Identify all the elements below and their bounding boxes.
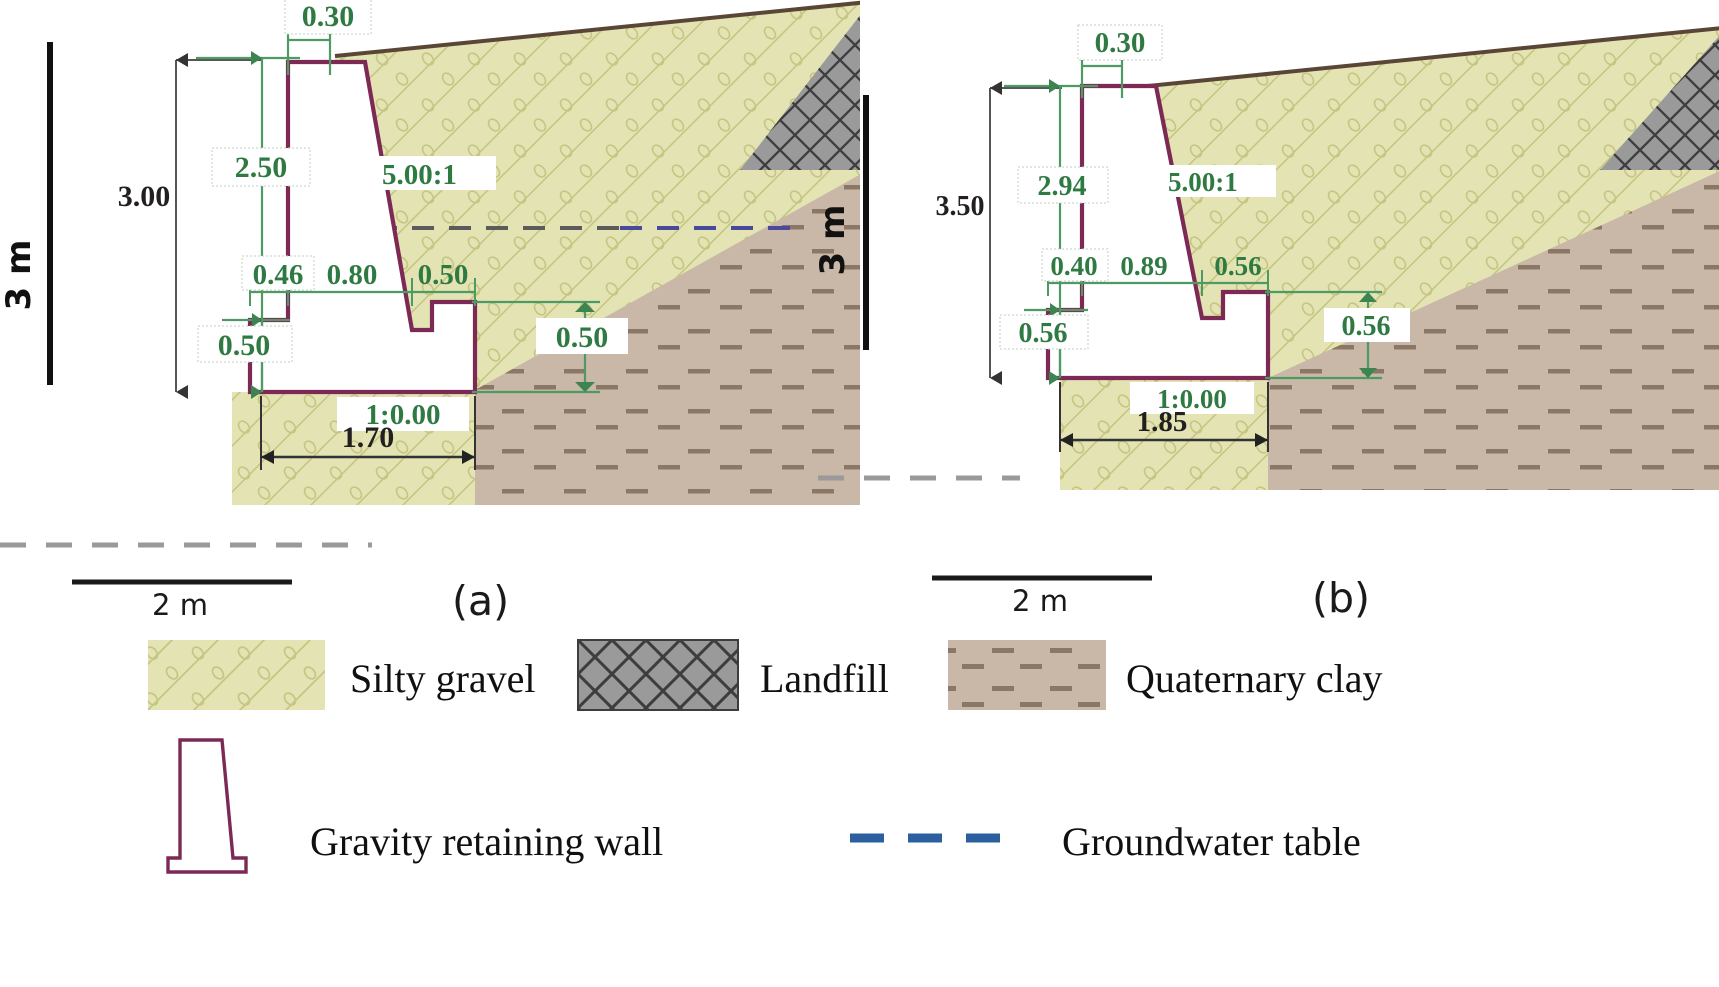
dim-base-width-label-a: 1.70 <box>342 421 395 454</box>
silty-gravel-swatch-icon <box>148 640 325 710</box>
dim-base-slope-label-b: 1:0.00 <box>1157 384 1227 414</box>
panel-letter-b: (b) <box>1312 574 1370 622</box>
scale-bar-label-b: 2 m <box>1012 584 1068 618</box>
vertical-scale-label-b: 3 m <box>813 205 853 276</box>
dim-base-slope-label-a: 1:0.00 <box>366 399 441 431</box>
legend-item-quaternary-clay: Quaternary clay <box>948 640 1383 710</box>
legend-item-landfill: Landfill <box>577 639 889 711</box>
legend-label-landfill: Landfill <box>760 656 889 701</box>
legend-label-groundwater-table: Groundwater table <box>1062 819 1361 864</box>
dim-stem-height-label-a: 2.50 <box>235 151 288 184</box>
dim-base-width-label-b: 1.85 <box>1137 406 1188 438</box>
dim-heel-offset-label-a: 0.46 <box>253 259 304 291</box>
panel-b: 3 m 3.50 2.94 0.30 5.00:1 0.40 <box>813 0 1719 622</box>
scale-bar-label-a: 2 m <box>152 588 208 622</box>
dim-base-thickness-left-a: 0.50 <box>197 313 293 392</box>
dim-total-height-label-b: 3.50 <box>936 191 985 222</box>
dim-total-height-label-a: 3.00 <box>118 180 171 213</box>
dim-stem-height-label-b: 2.94 <box>1038 171 1087 202</box>
vertical-scale-a: 3 m <box>0 42 53 385</box>
quaternary-clay-region-a <box>475 174 860 505</box>
landfill-swatch-icon <box>577 639 739 711</box>
dim-base-thickness-right-a: 0.50 <box>472 300 628 394</box>
panel-a: 3 m 3.00 2.50 0.30 5.00:1 <box>0 0 860 625</box>
ground-surface-line-a <box>334 0 860 58</box>
dim-back-slope-b: 5.00:1 <box>1164 165 1276 197</box>
dim-base-thickness-right-b: 0.56 <box>1265 290 1410 380</box>
wall-outline-swatch-icon <box>166 738 248 874</box>
dim-base-breakdown-b: 0.40 0.89 0.56 <box>1041 248 1269 296</box>
dim-top-width-label-a: 0.30 <box>302 0 355 33</box>
vertical-scale-label-a: 3 m <box>0 240 39 311</box>
dim-toe-offset-label-b: 0.56 <box>1214 251 1261 281</box>
dim-base-a: 1:0.00 1.70 <box>260 396 476 470</box>
vertical-scale-b: 3 m <box>813 95 869 350</box>
dim-base-thickness-left-b: 0.56 <box>999 303 1089 378</box>
ground-surface-line-b <box>1127 26 1719 90</box>
panel-letter-a: (a) <box>452 577 509 625</box>
dim-base-b: 1:0.00 1.85 <box>1059 382 1269 452</box>
dim-base-thickness-left-label-b: 0.56 <box>1019 318 1068 349</box>
quaternary-clay-swatch-icon <box>948 640 1106 710</box>
dim-stem-height-a: 2.50 <box>196 51 311 399</box>
quaternary-clay-region-b <box>1268 171 1719 490</box>
dim-back-slope-label-a: 5.00:1 <box>382 159 457 191</box>
legend: Silty gravel Landfill Quaternary clay Gr… <box>0 0 1719 874</box>
legend-item-gravity-retaining-wall: Gravity retaining wall <box>166 738 663 874</box>
dim-heel-offset-label-b: 0.40 <box>1050 251 1097 281</box>
dim-toe-offset-label-a: 0.50 <box>418 259 469 291</box>
dim-stem-base-width-label-b: 0.89 <box>1120 251 1167 281</box>
legend-item-silty-gravel: Silty gravel <box>148 640 536 710</box>
scale-bar-a: 2 m <box>72 579 292 622</box>
legend-label-quaternary-clay: Quaternary clay <box>1126 656 1383 701</box>
landfill-region-a <box>740 15 860 170</box>
dim-top-width-label-b: 0.30 <box>1095 27 1146 59</box>
scale-bar-b: 2 m <box>932 575 1152 618</box>
dim-top-width-a: 0.30 <box>284 0 372 75</box>
dim-base-thickness-right-label-a: 0.50 <box>556 321 609 354</box>
landfill-region-b <box>1600 36 1719 170</box>
dim-top-width-b: 0.30 <box>1077 24 1163 98</box>
legend-label-gravity-retaining-wall: Gravity retaining wall <box>310 819 663 864</box>
dim-back-slope-a: 5.00:1 <box>378 156 496 191</box>
dim-base-thickness-right-label-b: 0.56 <box>1342 311 1391 342</box>
dim-stem-height-b: 2.94 <box>1004 79 1109 385</box>
dim-stem-base-width-label-a: 0.80 <box>327 259 378 291</box>
dim-total-height-a: 3.00 <box>118 53 262 399</box>
dim-base-thickness-left-label-a: 0.50 <box>218 329 271 362</box>
legend-item-groundwater-table: Groundwater table <box>850 819 1361 864</box>
legend-label-silty-gravel: Silty gravel <box>350 656 536 701</box>
dim-back-slope-label-b: 5.00:1 <box>1168 167 1238 197</box>
dim-base-breakdown-a: 0.46 0.80 0.50 <box>241 255 476 306</box>
dim-total-height-b: 3.50 <box>936 81 1062 385</box>
